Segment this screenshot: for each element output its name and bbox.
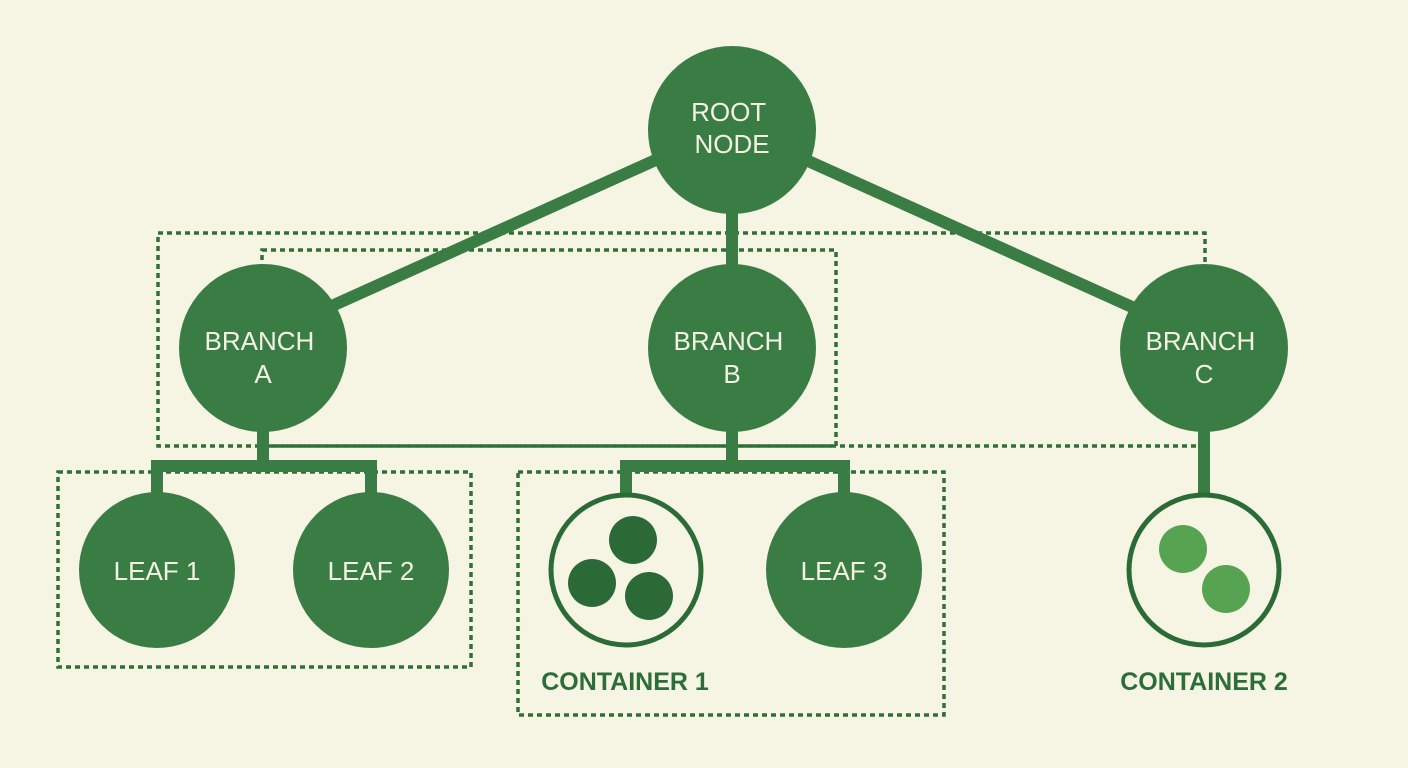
branch-a-label: BRANCH A xyxy=(204,326,321,389)
container-1-dot xyxy=(625,572,673,620)
leaf-2-circle xyxy=(293,492,449,648)
leaf-1-label: LEAF 1 xyxy=(114,556,201,586)
leaf-group-border xyxy=(56,470,473,669)
branch-b-circle xyxy=(648,264,816,432)
container-1-caption: CONTAINER 1 xyxy=(541,668,709,696)
root-node-label-line-2: NODE xyxy=(694,129,769,159)
root-node-circle xyxy=(648,46,816,214)
branch-a-node: BRANCH A xyxy=(179,264,347,432)
container-2-dot xyxy=(1202,565,1250,613)
edge-branch-b-children xyxy=(620,460,850,497)
branch-c-label-line-1: BRANCH xyxy=(1145,326,1255,356)
branch-c-node: BRANCH C xyxy=(1120,264,1288,432)
container-1-dot xyxy=(568,559,616,607)
tree-edges xyxy=(151,152,1210,497)
leaf-3-label: LEAF 3 xyxy=(801,556,888,586)
container-2-node: CONTAINER 2 xyxy=(1120,492,1288,696)
root-node-label-line-1: ROOT xyxy=(691,97,766,127)
container-2-caption: CONTAINER 2 xyxy=(1120,668,1288,696)
edge-root-branch-c xyxy=(803,154,1135,313)
branch-c-label: BRANCH C xyxy=(1145,326,1262,389)
branch-c-circle xyxy=(1120,264,1288,432)
leaf-3-node: LEAF 3 xyxy=(766,492,922,648)
container-1-group-border xyxy=(516,470,946,717)
container-1-node: CONTAINER 1 xyxy=(541,492,709,696)
root-node-label: ROOT NODE xyxy=(691,97,773,159)
leaf-2-label: LEAF 2 xyxy=(328,556,415,586)
root-node: ROOT NODE xyxy=(648,46,816,214)
container-2-ring xyxy=(1126,492,1282,648)
edge-branch-a-leaf-1 xyxy=(151,460,377,497)
branch-b-label-line-2: B xyxy=(723,359,740,389)
branch-b-label: BRANCH B xyxy=(673,326,790,389)
leaf-2-node: LEAF 2 xyxy=(293,492,449,648)
branch-a-label-line-2: A xyxy=(254,359,272,389)
leaf-3-circle xyxy=(766,492,922,648)
leaf-1-circle xyxy=(79,492,235,648)
branch-a-label-line-1: BRANCH xyxy=(204,326,314,356)
branch-c-label-line-2: C xyxy=(1195,359,1214,389)
container-1-dot xyxy=(609,516,657,564)
branch-b-node: BRANCH B xyxy=(648,264,816,432)
leaf-1-node: LEAF 1 xyxy=(79,492,235,648)
container-2-dot xyxy=(1159,525,1207,573)
branch-a-circle xyxy=(179,264,347,432)
edge-root-branch-a xyxy=(331,152,663,311)
branch-b-label-line-1: BRANCH xyxy=(673,326,783,356)
